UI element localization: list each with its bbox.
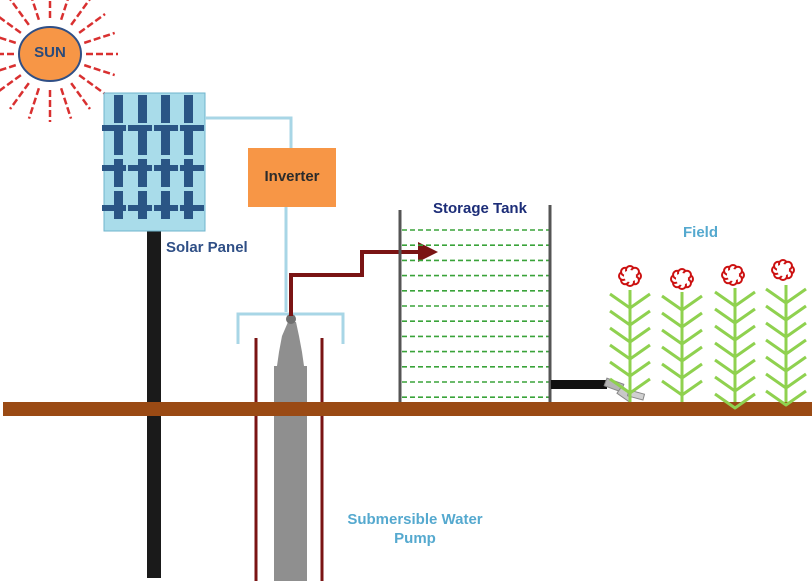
solar-cell-connector [154, 165, 178, 171]
sun-ray [31, 0, 41, 21]
flow-arrow-icon [418, 242, 438, 262]
sun-ray [70, 0, 91, 26]
solar-panel-cells [102, 95, 204, 219]
solar-cell [161, 95, 170, 123]
sun-ray [78, 13, 106, 34]
pump-outlet [286, 314, 296, 324]
tank-outlet-pipe [551, 380, 607, 389]
solar-cell-connector [180, 165, 204, 171]
sun-ray [83, 31, 116, 45]
solar-cell [138, 159, 147, 187]
field-plants [609, 259, 807, 410]
solar-cell [138, 127, 147, 155]
solar-cell-connector [102, 165, 126, 171]
sun-rays [0, 0, 118, 122]
sun-icon [18, 26, 82, 82]
solar-cell [184, 95, 193, 123]
solar-cell [161, 159, 170, 187]
solar-cell-connector [128, 205, 152, 211]
solar-cell [184, 127, 193, 155]
solar-cell-connector [102, 205, 126, 211]
sun-ray [9, 82, 30, 110]
sun-ray [83, 63, 116, 77]
solar-cell [161, 127, 170, 155]
sun-label: SUN [34, 44, 66, 61]
delivery-pipe [289, 250, 420, 316]
submersible-pump-label: Submersible Water Pump [347, 511, 483, 547]
sun-ray [0, 16, 22, 34]
crop-plant [609, 265, 651, 402]
sun-ray [59, 87, 73, 120]
solar-cell-connector [102, 125, 126, 131]
sun-ray [0, 74, 22, 92]
sun-ray [27, 87, 41, 120]
sun-ray [0, 63, 17, 72]
solar-cell [114, 95, 123, 123]
flower-icon [721, 264, 745, 286]
solar-cell [114, 159, 123, 187]
solar-cell [114, 127, 123, 155]
ground-line [3, 402, 812, 416]
submersible-pump [274, 322, 307, 581]
solar-cell-connector [128, 125, 152, 131]
solar-cell-connector [154, 205, 178, 211]
sun-ray [70, 82, 91, 110]
crop-plant [661, 268, 703, 402]
sun-ray [78, 74, 106, 95]
storage-tank-label: Storage Tank [433, 200, 527, 217]
solar-cell-connector [180, 205, 204, 211]
crop-plant [714, 264, 756, 410]
sun-ray [9, 0, 30, 26]
sun-ray [0, 36, 17, 45]
solar-cell-connector [154, 125, 178, 131]
tank-water-lines [402, 229, 549, 399]
solar-cell-connector [128, 165, 152, 171]
flower-icon [771, 259, 795, 281]
crop-plant [765, 259, 807, 407]
inverter-label: Inverter [264, 168, 320, 185]
flower-icon [670, 268, 694, 290]
solar-panel-label: Solar Panel [166, 239, 248, 256]
inverter-box [248, 148, 336, 207]
field-label: Field [683, 224, 719, 241]
flower-icon [618, 265, 642, 287]
panel-to-inverter-wire [205, 116, 293, 148]
solar-cell [184, 159, 193, 187]
solar-cell [138, 95, 147, 123]
solar-cell-connector [180, 125, 204, 131]
sun-ray [59, 0, 69, 21]
